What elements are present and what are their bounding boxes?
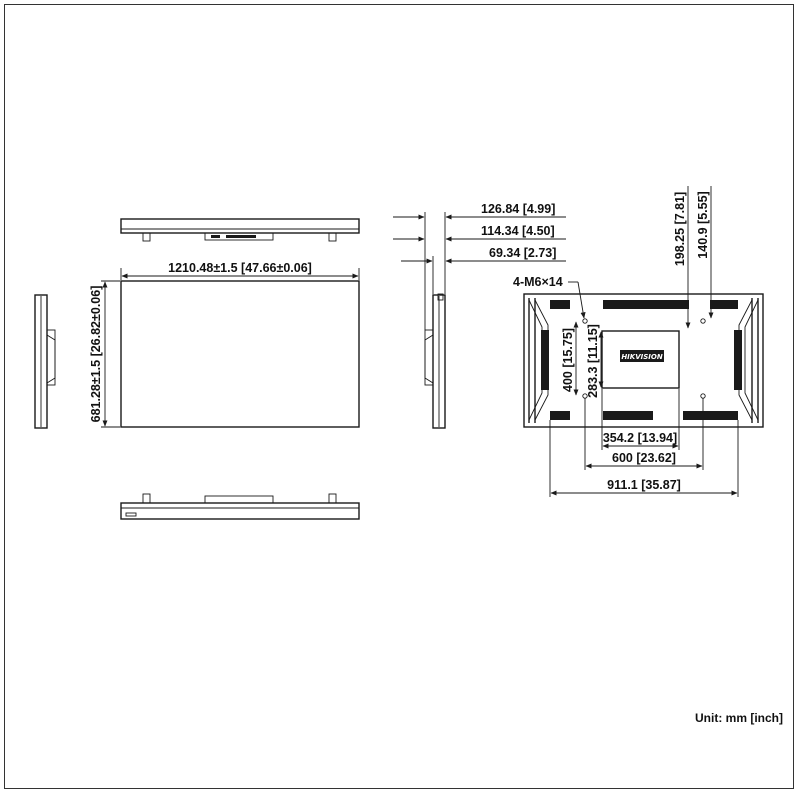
front-width-label: 1210.48±1.5 [47.66±0.06] bbox=[168, 261, 312, 275]
front-view: 1210.48±1.5 [47.66±0.06] 681.28±1.5 [26.… bbox=[89, 261, 360, 428]
depth-body-label: 69.34 [2.73] bbox=[489, 246, 556, 260]
top-offset-b-label: 140.9 [5.55] bbox=[696, 191, 710, 258]
unit-note: Unit: mm [inch] bbox=[695, 711, 783, 725]
depth-mid-label: 114.34 [4.50] bbox=[481, 224, 555, 238]
vent-grilles bbox=[550, 300, 738, 420]
top-view bbox=[120, 218, 360, 242]
mount-screws-label: 4-M6×14 bbox=[513, 275, 563, 289]
top-offset-a-label: 198.25 [7.81] bbox=[673, 192, 687, 266]
bottom-view bbox=[120, 493, 360, 520]
depth-total-label: 126.84 [4.99] bbox=[481, 202, 555, 216]
right-side-view: 126.84 [4.99] 114.34 [4.50] 69.34 [2.73] bbox=[393, 202, 566, 429]
front-height-label: 681.28±1.5 [26.82±0.06] bbox=[89, 286, 103, 423]
bracket-width-label: 911.1 [35.87] bbox=[607, 478, 681, 492]
drawing-border bbox=[4, 4, 794, 789]
inner-vertical-label: 283.3 [11.15] bbox=[586, 324, 600, 398]
left-side-view bbox=[34, 294, 56, 429]
rear-view: HIKVISION 4-M6×14 198.25 [7.81] 140.9 [5… bbox=[513, 186, 764, 497]
inner-horizontal-label: 354.2 [13.94] bbox=[603, 431, 677, 445]
brand-logo: HIKVISION bbox=[621, 353, 663, 361]
vesa-vertical-label: 400 [15.75] bbox=[561, 328, 575, 392]
vesa-horizontal-label: 600 [23.62] bbox=[612, 451, 676, 465]
